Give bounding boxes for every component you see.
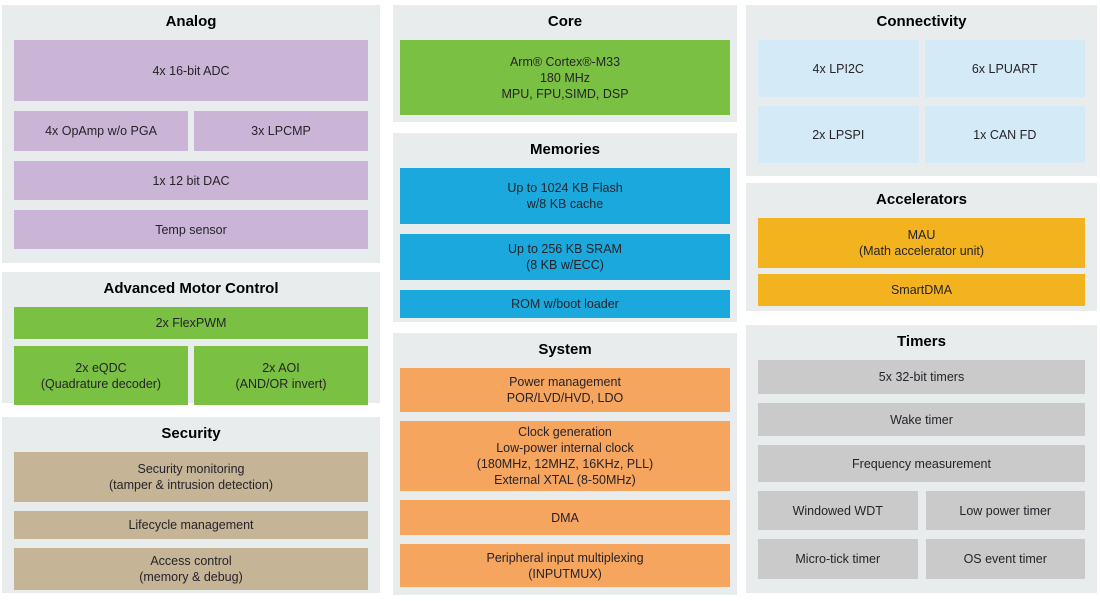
- block-flash: Up to 1024 KB Flash w/8 KB cache: [400, 168, 730, 224]
- block-frequency-measurement: Frequency measurement: [758, 445, 1085, 482]
- panel-title-analog: Analog: [165, 13, 217, 30]
- block-inputmux: Peripheral input multiplexing (INPUTMUX): [400, 544, 730, 587]
- panel-security: Security Security monitoring (tamper & i…: [2, 417, 380, 593]
- panel-title-motor: Advanced Motor Control: [103, 280, 279, 297]
- panel-title-security: Security: [161, 425, 221, 442]
- timers-blocks: 5x 32-bit timers Wake timer Frequency me…: [758, 360, 1085, 585]
- panel-title-core: Core: [547, 13, 583, 30]
- motor-blocks: 2x FlexPWM 2x eQDC (Quadrature decoder) …: [14, 307, 368, 405]
- block-aoi: 2x AOI (AND/OR invert): [194, 346, 368, 405]
- panel-title-connectivity: Connectivity: [876, 13, 967, 30]
- block-dac: 1x 12 bit DAC: [14, 161, 368, 200]
- panel-system: System Power management POR/LVD/HVD, LDO…: [393, 333, 737, 595]
- memories-blocks: Up to 1024 KB Flash w/8 KB cache Up to 2…: [400, 168, 730, 318]
- block-lpi2c: 4x LPI2C: [758, 40, 919, 97]
- block-lpuart: 6x LPUART: [924, 40, 1085, 97]
- block-sram: Up to 256 KB SRAM (8 KB w/ECC): [400, 234, 730, 280]
- block-16bit-adc: 4x 16-bit ADC: [14, 40, 368, 101]
- block-temp-sensor: Temp sensor: [14, 210, 368, 249]
- block-cortex-m33: Arm® Cortex®-M33 180 MHz MPU, FPU,SIMD, …: [400, 40, 730, 115]
- block-wake-timer: Wake timer: [758, 403, 1085, 436]
- core-blocks: Arm® Cortex®-M33 180 MHz MPU, FPU,SIMD, …: [400, 40, 730, 115]
- block-rom: ROM w/boot loader: [400, 290, 730, 318]
- block-power-management: Power management POR/LVD/HVD, LDO: [400, 368, 730, 412]
- block-flexpwm: 2x FlexPWM: [14, 307, 368, 339]
- connectivity-blocks: 4x LPI2C 6x LPUART 2x LPSPI 1x CAN FD: [758, 40, 1085, 168]
- block-clock-generation: Clock generation Low-power internal cloc…: [400, 421, 730, 491]
- panel-title-timers: Timers: [897, 333, 946, 350]
- panel-analog: Analog 4x 16-bit ADC 4x OpAmp w/o PGA 3x…: [2, 5, 380, 263]
- panel-accelerators: Accelerators MAU (Math accelerator unit)…: [746, 183, 1097, 311]
- block-micro-tick-timer: Micro-tick timer: [758, 539, 918, 579]
- block-opamp: 4x OpAmp w/o PGA: [14, 111, 188, 151]
- accelerators-blocks: MAU (Math accelerator unit) SmartDMA: [758, 218, 1085, 306]
- block-smartdma: SmartDMA: [758, 274, 1085, 306]
- block-eqdc: 2x eQDC (Quadrature decoder): [14, 346, 188, 405]
- block-lpcmp: 3x LPCMP: [194, 111, 368, 151]
- panel-core: Core Arm® Cortex®-M33 180 MHz MPU, FPU,S…: [393, 5, 737, 122]
- panel-memories: Memories Up to 1024 KB Flash w/8 KB cach…: [393, 133, 737, 322]
- security-blocks: Security monitoring (tamper & intrusion …: [14, 452, 368, 590]
- block-low-power-timer: Low power timer: [925, 491, 1085, 530]
- block-access-control: Access control (memory & debug): [14, 548, 368, 590]
- block-mau: MAU (Math accelerator unit): [758, 218, 1085, 268]
- block-windowed-wdt: Windowed WDT: [758, 491, 918, 530]
- block-os-event-timer: OS event timer: [925, 539, 1085, 579]
- block-security-monitoring: Security monitoring (tamper & intrusion …: [14, 452, 368, 502]
- block-32bit-timers: 5x 32-bit timers: [758, 360, 1085, 394]
- system-blocks: Power management POR/LVD/HVD, LDO Clock …: [400, 368, 730, 587]
- block-dma: DMA: [400, 500, 730, 535]
- panel-title-system: System: [538, 341, 592, 358]
- block-lifecycle-management: Lifecycle management: [14, 511, 368, 539]
- panel-timers: Timers 5x 32-bit timers Wake timer Frequ…: [746, 325, 1097, 593]
- panel-connectivity: Connectivity 4x LPI2C 6x LPUART 2x LPSPI…: [746, 5, 1097, 176]
- panel-title-memories: Memories: [529, 141, 601, 158]
- panel-advanced-motor-control: Advanced Motor Control 2x FlexPWM 2x eQD…: [2, 272, 380, 405]
- block-lpspi: 2x LPSPI: [758, 106, 919, 163]
- panel-title-accelerators: Accelerators: [876, 191, 967, 208]
- block-canfd: 1x CAN FD: [924, 106, 1085, 163]
- analog-blocks: 4x 16-bit ADC 4x OpAmp w/o PGA 3x LPCMP …: [14, 40, 368, 255]
